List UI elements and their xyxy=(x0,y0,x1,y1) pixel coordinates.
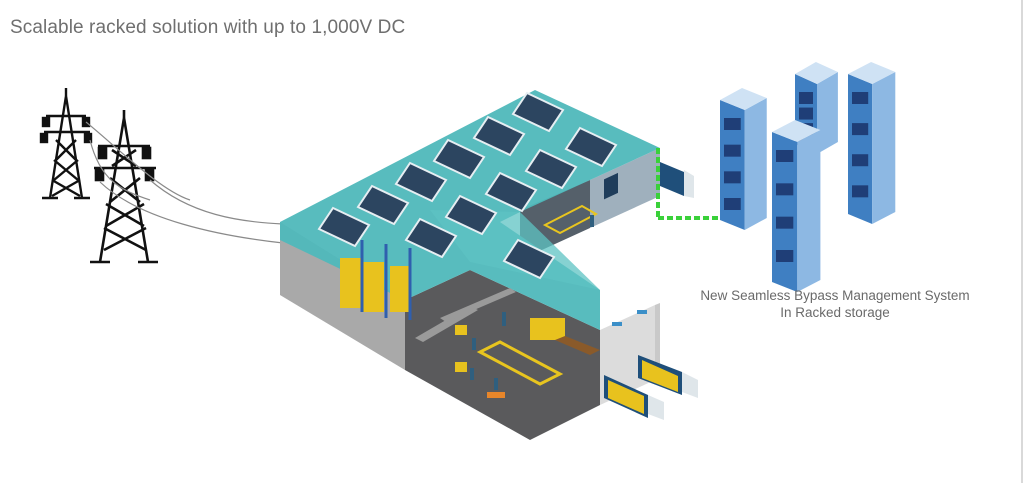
rack-status-panel xyxy=(776,216,794,229)
rack-status-panel xyxy=(852,185,869,198)
solar-panel xyxy=(444,194,498,236)
transmission-tower-back xyxy=(39,88,93,200)
solar-panels xyxy=(317,91,618,280)
solar-panel xyxy=(394,161,448,203)
battery-rack xyxy=(848,62,896,224)
rack-status-panel xyxy=(724,198,741,210)
transmission-tower-front xyxy=(90,110,158,264)
storage-racks xyxy=(340,240,412,320)
rack-status-panel xyxy=(776,150,794,162)
solar-panel xyxy=(484,171,538,213)
power-lines xyxy=(85,121,284,244)
solar-panel xyxy=(432,138,486,180)
battery-rack xyxy=(720,88,767,230)
rack-status-panel xyxy=(799,107,813,120)
page-title: Scalable racked solution with up to 1,00… xyxy=(10,17,406,38)
system-caption: New Seamless Bypass Management System In… xyxy=(670,287,1000,321)
delivery-trucks xyxy=(604,162,698,420)
solar-panel xyxy=(404,217,458,259)
rack-status-panel xyxy=(776,183,794,196)
conveyors xyxy=(415,288,516,342)
solar-panel xyxy=(502,238,556,280)
green-dc-connection xyxy=(656,148,722,220)
rack-status-panel xyxy=(724,118,741,130)
solar-panel xyxy=(564,126,618,168)
workers xyxy=(470,215,594,390)
solar-panel xyxy=(356,184,410,226)
solar-panel xyxy=(511,91,565,133)
caption-line-1: New Seamless Bypass Management System xyxy=(700,288,970,303)
solar-panel xyxy=(317,206,371,248)
battery-rack xyxy=(772,120,821,292)
rack-status-panel xyxy=(852,92,869,104)
right-edge-border xyxy=(1021,0,1023,483)
caption-line-2: In Racked storage xyxy=(780,305,890,320)
rack-status-panel xyxy=(724,171,741,184)
rack-status-panel xyxy=(724,144,741,157)
rack-status-panel xyxy=(852,123,869,136)
rack-status-panel xyxy=(776,250,794,262)
battery-racks xyxy=(720,62,896,292)
solar-panel xyxy=(472,115,526,157)
rack-status-panel xyxy=(852,154,869,167)
solar-panel xyxy=(524,148,578,190)
rack-status-panel xyxy=(799,92,813,104)
